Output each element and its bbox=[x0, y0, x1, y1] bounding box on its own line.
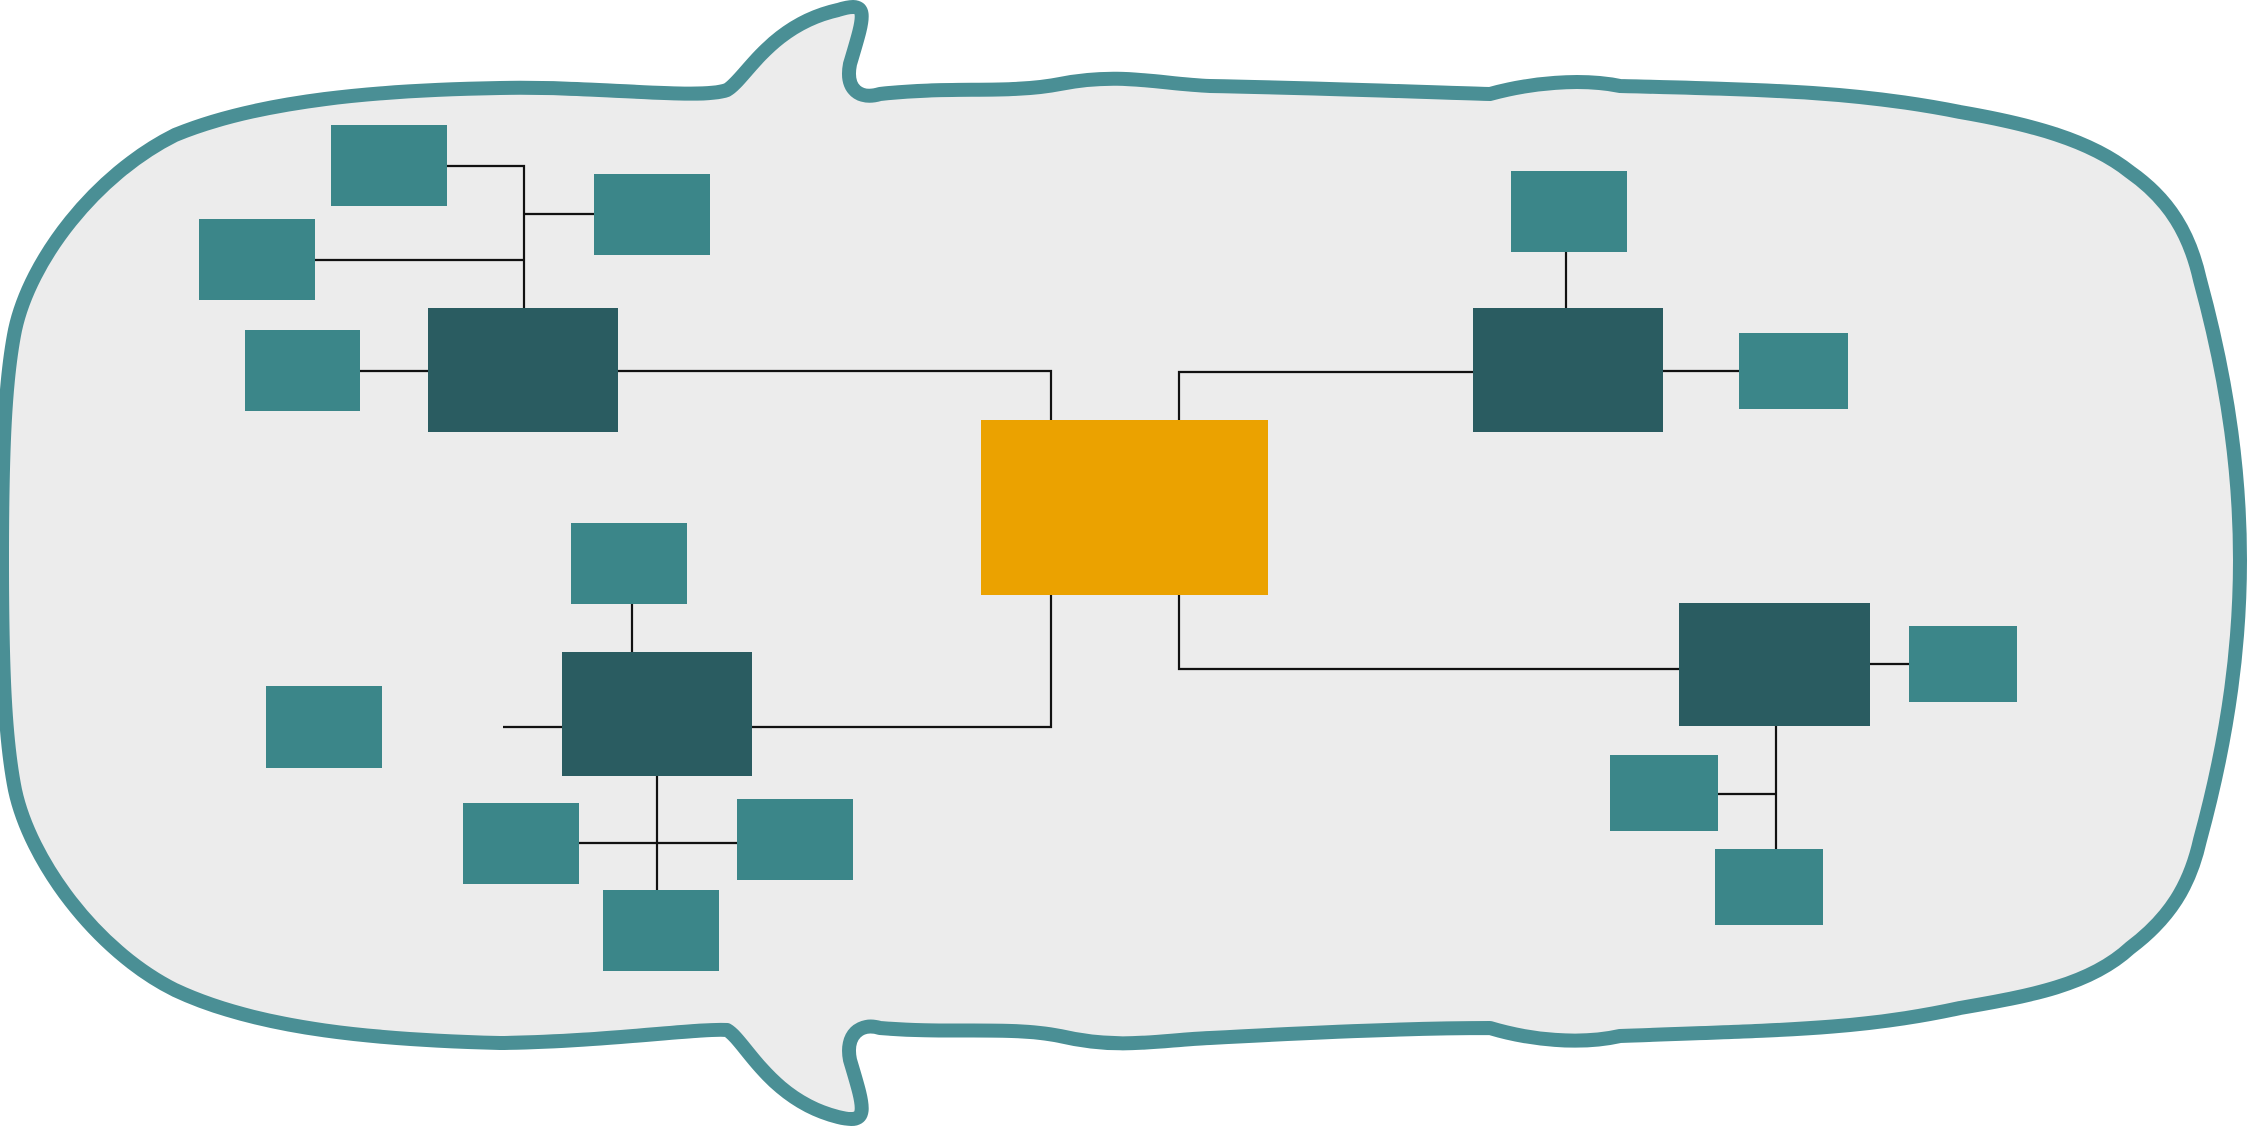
ecu-node-rl-3 bbox=[463, 803, 579, 884]
wire-front-left-to-central bbox=[618, 369, 1053, 420]
central-compute-unit bbox=[981, 420, 1268, 595]
ecu-node-rr-3 bbox=[1715, 849, 1823, 925]
ecu-node-fl-3 bbox=[199, 219, 315, 300]
wiring-harness bbox=[315, 164, 1909, 890]
ecu-nodes bbox=[199, 125, 2017, 971]
domain-controller-front-left bbox=[428, 308, 618, 432]
ecu-node-rl-4 bbox=[737, 799, 853, 880]
ecu-node-rl-1 bbox=[571, 523, 687, 604]
ecu-node-fr-2 bbox=[1739, 333, 1848, 409]
ecu-node-fr-1 bbox=[1511, 171, 1627, 252]
domain-controller-rear-right bbox=[1679, 603, 1870, 726]
wire-front-right-to-central bbox=[1177, 370, 1473, 420]
ecu-node-rr-2 bbox=[1610, 755, 1718, 831]
ecu-node-rl-5 bbox=[603, 890, 719, 971]
ecu-node-fl-1 bbox=[331, 125, 447, 206]
domain-controller-front-right bbox=[1473, 308, 1663, 432]
wire-rear-left-to-central bbox=[752, 595, 1053, 729]
domain-controller-rear-left bbox=[562, 652, 752, 776]
ecu-node-fl-2 bbox=[594, 174, 710, 255]
wire-rear-right-to-central bbox=[1177, 595, 1679, 671]
ecu-node-fl-4 bbox=[245, 330, 360, 411]
ecu-node-rr-1 bbox=[1909, 626, 2017, 702]
ecu-node-rl-2 bbox=[266, 686, 382, 768]
